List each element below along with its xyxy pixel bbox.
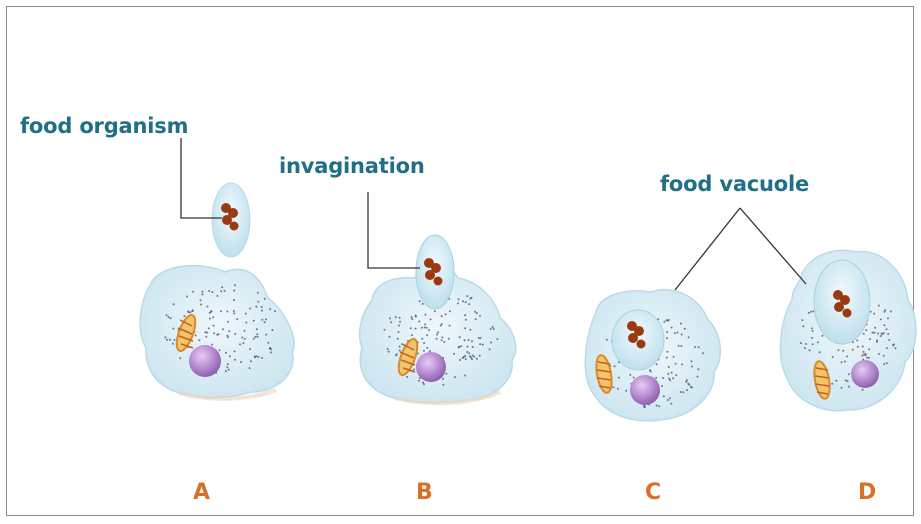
stage-label-d: D [858,480,876,505]
cell-c-food-vacuole [612,310,664,370]
invagination-leader-line [368,192,420,268]
stage-label-a: A [193,480,210,505]
cell-b [360,235,516,403]
cell-a-nucleus [189,345,221,377]
label-invagination: invagination [279,154,425,178]
cell-d-nucleus [851,360,879,388]
cell-a-body [140,266,294,398]
food-vacuole-leader-line-d [740,208,806,284]
cell-d [781,250,916,410]
stage-label-c: C [645,480,661,505]
cell-c [585,290,720,421]
cell-b-nucleus [416,352,446,382]
food-vacuole-leader-line-c [675,208,740,290]
label-food-vacuole: food vacuole [660,172,809,196]
label-food-organism: food organism [20,114,188,138]
cell-a [140,183,294,399]
cell-c-nucleus [630,375,660,405]
stage-label-b: B [416,480,433,505]
